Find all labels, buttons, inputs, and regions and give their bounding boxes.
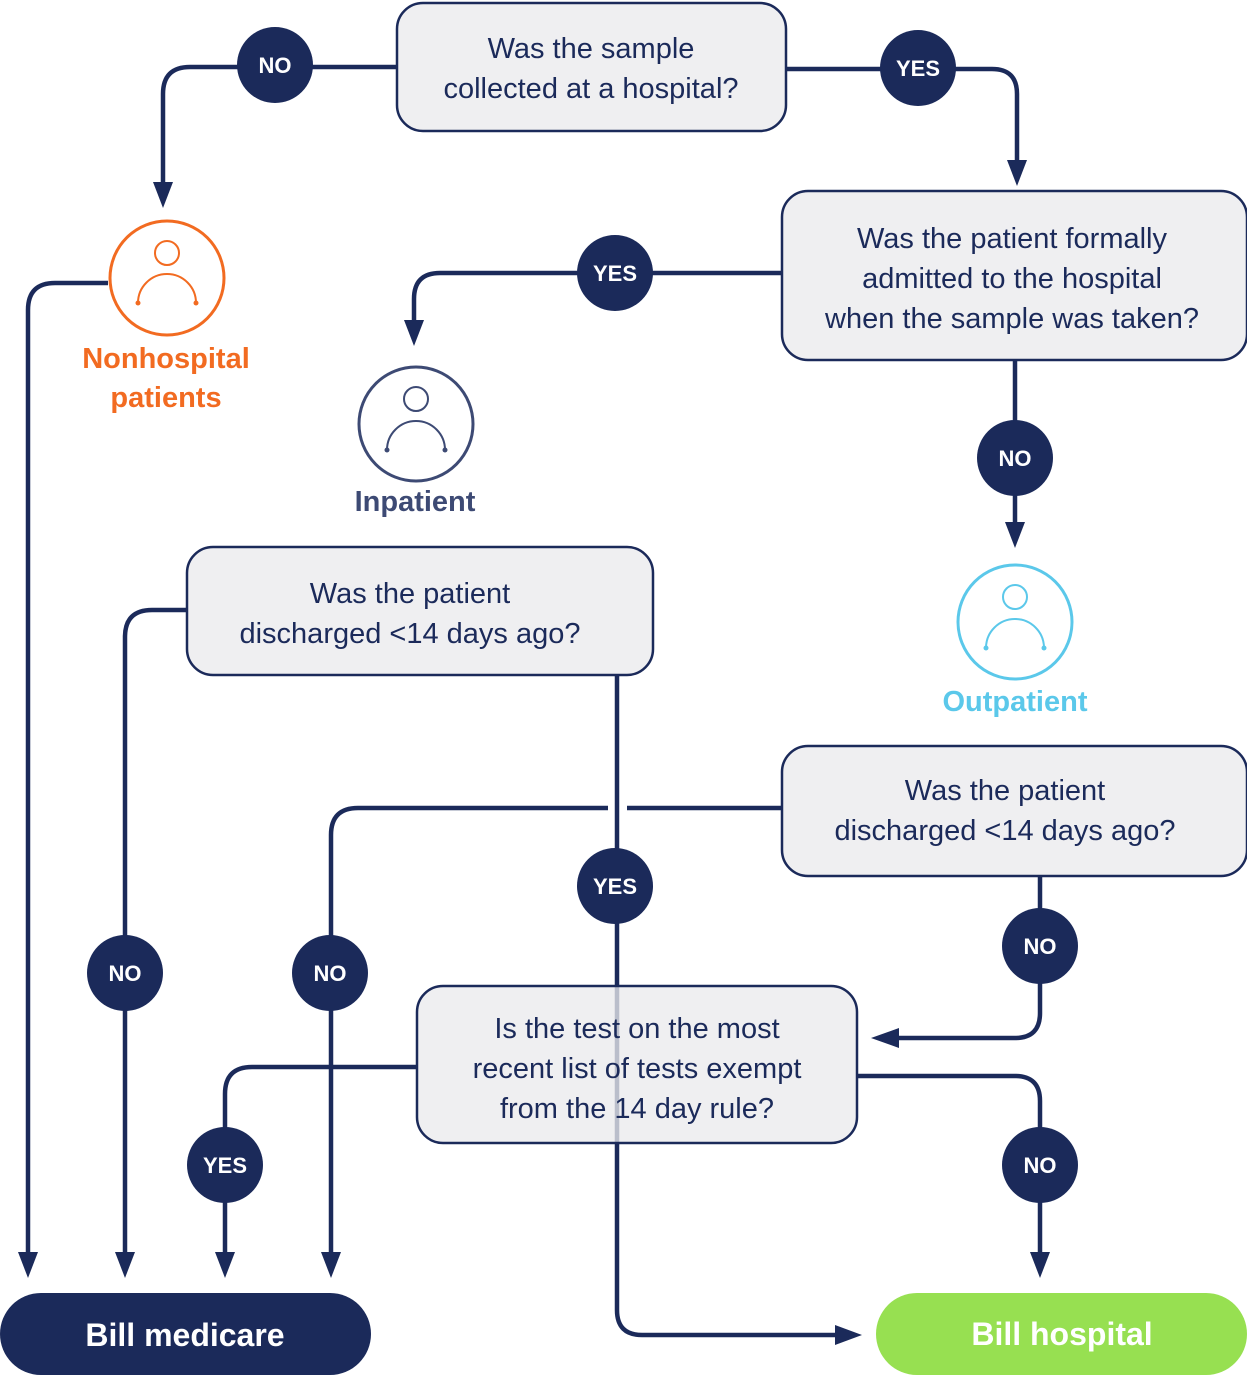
person-icon xyxy=(956,563,1074,681)
question-q2-line3: when the sample was taken? xyxy=(824,303,1199,335)
question-box-q4: Was the patient discharged <14 days ago? xyxy=(780,744,1247,878)
badge-q4-no: NO xyxy=(1002,908,1078,984)
question-q5-line1: Is the test on the most xyxy=(494,1013,779,1045)
arrowheads xyxy=(18,160,1050,1345)
question-q2-line2: admitted to the hospital xyxy=(862,263,1162,295)
outcome-bill-medicare: Bill medicare xyxy=(0,1293,371,1375)
nonhospital-label-line1: Nonhospital xyxy=(82,343,250,375)
arrow-down-icon xyxy=(1030,1252,1050,1278)
question-q5-line3: from the 14 day rule? xyxy=(500,1093,774,1125)
inpatient-label: Inpatient xyxy=(355,486,476,518)
arrow-down-icon xyxy=(115,1252,135,1278)
nonhospital-label-line2: patients xyxy=(110,382,221,414)
svg-text:YES: YES xyxy=(593,261,637,286)
svg-text:YES: YES xyxy=(896,56,940,81)
question-q3-line2: discharged <14 days ago? xyxy=(239,618,580,650)
question-box-q1: Was the sample collected at a hospital? xyxy=(395,1,788,133)
question-q1-line2: collected at a hospital? xyxy=(443,73,738,105)
svg-text:NO: NO xyxy=(1024,934,1057,959)
svg-text:NO: NO xyxy=(1024,1153,1057,1178)
badge-q5-yes: YES xyxy=(187,1127,263,1203)
outpatient: Outpatient xyxy=(943,563,1088,718)
arrow-down-icon xyxy=(404,320,424,346)
person-icon xyxy=(357,365,475,483)
connectors xyxy=(25,64,1043,1338)
svg-text:NO: NO xyxy=(109,961,142,986)
bill-hospital-label: Bill hospital xyxy=(971,1316,1152,1352)
connector-q3-no xyxy=(122,607,187,1255)
connector-q4-left-no-a xyxy=(328,805,608,1255)
connector-q3-yes xyxy=(614,675,840,1338)
person-icon xyxy=(108,219,226,337)
badge-q2-no: NO xyxy=(977,420,1053,496)
badge-q5-no: NO xyxy=(1002,1127,1078,1203)
arrow-down-icon xyxy=(18,1252,38,1278)
arrow-down-icon xyxy=(1007,160,1027,186)
connector-q4-no xyxy=(895,876,1043,1041)
arrow-down-icon xyxy=(215,1252,235,1278)
connector-q1-yes xyxy=(786,66,1020,165)
arrow-left-icon xyxy=(871,1028,899,1048)
badge-q2-yes: YES xyxy=(577,235,653,311)
svg-text:NO: NO xyxy=(259,53,292,78)
badge-q3-yes: YES xyxy=(577,848,653,924)
arrow-down-icon xyxy=(321,1252,341,1278)
badge-q1-yes: YES xyxy=(880,30,956,106)
badge-q4-left-no: NO xyxy=(292,935,368,1011)
question-q5-line2: recent list of tests exempt xyxy=(473,1053,802,1085)
question-q1-line1: Was the sample xyxy=(488,33,695,65)
svg-text:YES: YES xyxy=(593,874,637,899)
question-q3-line1: Was the patient xyxy=(310,578,510,610)
bill-medicare-label: Bill medicare xyxy=(85,1317,284,1353)
connector-q5-no xyxy=(857,1073,1043,1255)
inpatient: Inpatient xyxy=(355,365,476,518)
svg-text:NO: NO xyxy=(314,961,347,986)
question-q4-line1: Was the patient xyxy=(905,775,1105,807)
nonhospital-patient: Nonhospital patients xyxy=(82,219,250,414)
question-q2-line1: Was the patient formally xyxy=(857,223,1167,255)
question-box-q2: Was the patient formally admitted to the… xyxy=(780,189,1247,362)
arrow-down-icon xyxy=(153,182,173,208)
connector-q5-yes xyxy=(222,1064,418,1255)
question-q4-line2: discharged <14 days ago? xyxy=(834,815,1175,847)
connector-q1-no xyxy=(160,64,398,185)
arrow-right-icon xyxy=(835,1325,862,1345)
outpatient-label: Outpatient xyxy=(943,686,1088,718)
svg-text:NO: NO xyxy=(999,446,1032,471)
badge-q1-no: NO xyxy=(237,27,313,103)
badge-q3-no: NO xyxy=(87,935,163,1011)
connector-nonhospital-medicare xyxy=(25,280,108,1255)
arrow-down-icon xyxy=(1005,522,1025,548)
connector-q2-yes xyxy=(411,270,782,325)
svg-text:YES: YES xyxy=(203,1153,247,1178)
question-box-q5: Is the test on the most recent list of t… xyxy=(415,984,859,1145)
outcome-bill-hospital: Bill hospital xyxy=(876,1293,1247,1375)
question-box-q3: Was the patient discharged <14 days ago? xyxy=(185,545,655,677)
